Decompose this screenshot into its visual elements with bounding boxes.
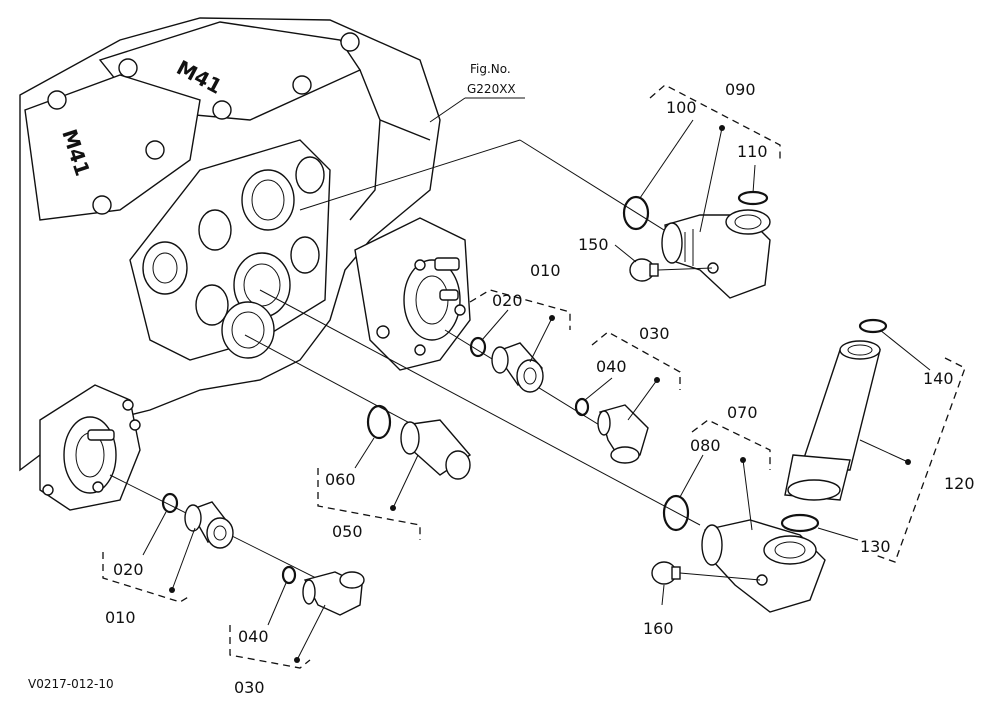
o-ring-060: [366, 404, 392, 440]
callout-120: 120: [944, 474, 975, 493]
o-ring-040-lower: [281, 565, 297, 585]
callout-070: 070: [727, 403, 758, 422]
callout-030-upper: 030: [639, 324, 670, 343]
callout-050: 050: [332, 522, 363, 541]
o-ring-110: [737, 190, 769, 206]
callout-160: 160: [643, 619, 674, 638]
o-ring-140: [858, 318, 888, 334]
callout-010-lower: 010: [105, 608, 136, 627]
callout-130: 130: [860, 537, 891, 556]
o-ring-080: [662, 494, 690, 532]
tube-120: [784, 340, 881, 501]
o-ring-040-upper: [574, 397, 590, 417]
hydraulic-pump: [354, 217, 471, 371]
drawing-id: V0217-012-10: [28, 677, 114, 691]
callout-090: 090: [725, 80, 756, 99]
group-brackets: [102, 84, 966, 669]
callout-040-lower: 040: [238, 627, 269, 646]
fig-code-text: G220XX: [467, 82, 516, 96]
callout-060: 060: [325, 470, 356, 489]
callout-020-upper: 020: [492, 291, 523, 310]
callout-labels: 090 100 110 150 010 020 030 040 140 120 …: [105, 80, 975, 697]
adapter-010-lower: [184, 501, 234, 549]
plug-150: [629, 258, 659, 282]
o-ring-020-lower: [161, 492, 179, 514]
elbow-030-lower: [302, 571, 365, 616]
figure-number-label: Fig.No. G220XX: [429, 62, 525, 123]
elbow-fitting-090: [661, 209, 771, 299]
secondary-pump: [39, 384, 141, 511]
transmission-housing: M41 M41: [19, 17, 441, 472]
callout-100: 100: [666, 98, 697, 117]
elbow-030-upper: [597, 404, 649, 464]
adapter-050: [400, 419, 472, 480]
callout-140: 140: [923, 369, 954, 388]
adapter-010-upper: [491, 342, 544, 393]
housing-ports: [142, 156, 325, 359]
fig-no-text: Fig.No.: [470, 62, 511, 76]
callout-010-upper: 010: [530, 261, 561, 280]
o-ring-100: [622, 195, 650, 231]
callout-080: 080: [690, 436, 721, 455]
leader-lines: [142, 119, 931, 663]
o-ring-130: [780, 513, 820, 533]
callout-030-lower: 030: [234, 678, 265, 697]
plug-160: [651, 561, 681, 585]
housing-bolts: [47, 32, 360, 215]
callout-020-lower: 020: [113, 560, 144, 579]
callout-110: 110: [737, 142, 768, 161]
callout-150: 150: [578, 235, 609, 254]
o-ring-020-upper: [469, 336, 487, 358]
callout-040-upper: 040: [596, 357, 627, 376]
elbow-fitting-070: [701, 519, 826, 613]
